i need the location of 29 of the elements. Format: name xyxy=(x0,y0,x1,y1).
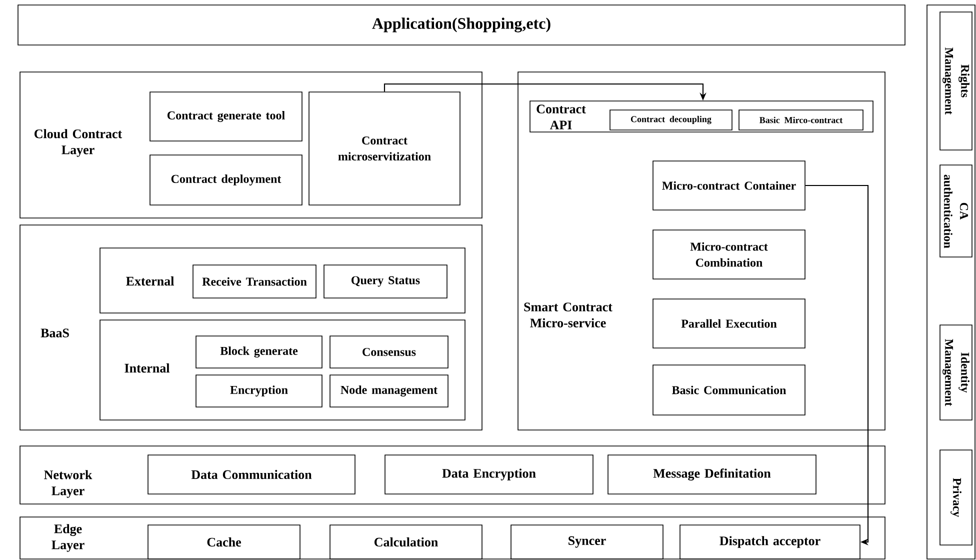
side-box: Privacy xyxy=(940,450,972,546)
component-box: Cache xyxy=(148,524,300,560)
side-box: Rights Management xyxy=(940,12,972,150)
component-box: Data Encryption xyxy=(384,454,594,494)
component-box: Basic Communication xyxy=(652,364,806,416)
component-box: Message Definitation xyxy=(608,454,816,494)
component-box: Data Communication xyxy=(148,454,356,494)
layer-box xyxy=(926,4,976,560)
component-box: Application(Shopping,etc) xyxy=(18,4,906,46)
component-box: Dispatch acceptor xyxy=(680,524,860,560)
component-box: Receive Transaction xyxy=(192,264,316,298)
arrow xyxy=(805,184,869,546)
component-box: Query Status xyxy=(324,264,448,298)
component-box: Micro-contract Combination xyxy=(652,230,806,280)
component-box: Parallel Execution xyxy=(652,298,806,348)
component-box: Syncer xyxy=(510,524,664,560)
component-box: Encryption xyxy=(196,374,322,408)
component-box: Calculation xyxy=(330,524,482,560)
side-box: Identity Management xyxy=(940,324,972,420)
component-box: Contract microservitization xyxy=(308,92,460,206)
component-box: Consensus xyxy=(330,336,448,368)
component-box: Contract deployment xyxy=(150,154,302,206)
component-box: Basic Mirco-contract xyxy=(738,110,864,130)
component-box: Node management xyxy=(330,374,448,408)
component-box: Micro-contract Container xyxy=(652,160,806,210)
component-box: Block generate xyxy=(196,336,322,368)
side-box: CA authentication xyxy=(940,164,972,258)
component-box: Contract generate tool xyxy=(150,92,302,142)
component-box: Contract decoupling xyxy=(610,110,732,130)
